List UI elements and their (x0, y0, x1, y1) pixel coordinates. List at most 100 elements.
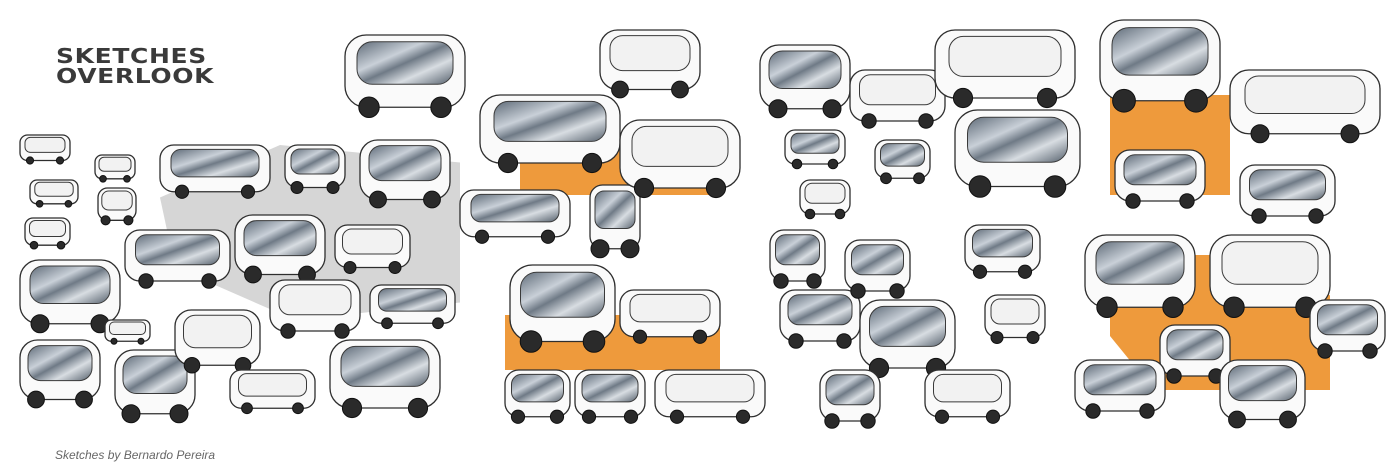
wheel (474, 229, 490, 244)
wheel (244, 265, 262, 284)
wheel (705, 177, 727, 199)
vehicle-sketch (849, 69, 946, 129)
wheel (623, 409, 639, 424)
vehicle-sketch (24, 217, 71, 250)
vehicle-sketch (654, 369, 766, 424)
wheel (138, 273, 154, 289)
wheel (241, 402, 253, 415)
vehicle-sketch (984, 294, 1046, 344)
vehicle-sketch (1239, 164, 1336, 224)
wheel (423, 190, 441, 209)
wheel (64, 199, 73, 208)
wheel (671, 80, 689, 99)
wheel (25, 156, 35, 165)
wheel (1228, 410, 1246, 429)
wheel (633, 177, 655, 199)
wheel (590, 239, 610, 259)
wheel (35, 199, 44, 208)
vehicle-sketch (334, 224, 411, 274)
wheel (913, 172, 925, 185)
vehicle-sketch (934, 29, 1076, 109)
vehicle-sketch (1114, 149, 1206, 209)
wheel (358, 96, 380, 118)
wheel (290, 181, 304, 194)
wheel (549, 409, 565, 424)
wheel (918, 113, 934, 129)
vehicle-sketch (619, 289, 721, 344)
wheel (292, 402, 304, 415)
wheel (827, 158, 839, 170)
wheel (861, 113, 877, 129)
wheel (334, 323, 350, 339)
wheel (806, 273, 822, 289)
vehicle-sketch (504, 369, 571, 424)
wheel (836, 333, 852, 349)
wheel (169, 404, 189, 424)
wheel (850, 283, 866, 299)
vehicle-sketch (599, 29, 701, 99)
wheel (540, 229, 556, 244)
wheel (1340, 124, 1360, 144)
vehicle-sketch (964, 224, 1041, 279)
vehicle-sketch (1309, 299, 1386, 359)
vehicle-sketch (819, 369, 881, 429)
wheel (880, 172, 892, 185)
wheel (1279, 410, 1297, 429)
vehicle-sketch (874, 139, 931, 185)
wheel (834, 208, 846, 220)
vehicle-sketch (759, 44, 851, 119)
wheel (1317, 343, 1333, 359)
wheel (110, 337, 118, 345)
vehicle-sketch (29, 179, 79, 208)
wheel (611, 80, 629, 99)
vehicle-sketch (619, 119, 741, 199)
wheel (407, 397, 429, 419)
wheel (1223, 296, 1245, 318)
vehicle-sketch (97, 187, 137, 226)
wheel (952, 87, 974, 109)
wheel (121, 404, 141, 424)
wheel (1250, 124, 1270, 144)
wheel (1017, 264, 1033, 279)
page-title: SKETCHES OVERLOOK (56, 46, 214, 86)
wheel (29, 240, 39, 250)
wheel (369, 190, 387, 209)
vehicle-sketch (509, 264, 616, 353)
wheel (137, 337, 145, 345)
vehicle-sketch (459, 189, 571, 244)
wheel (889, 283, 905, 299)
wheel (99, 174, 107, 183)
wheel (183, 356, 201, 374)
wheel (632, 329, 648, 344)
wheel (1043, 175, 1067, 198)
wheel (972, 264, 988, 279)
vehicle-sketch (19, 339, 101, 409)
vehicle-sketch (769, 229, 826, 289)
vehicle-sketch (124, 229, 231, 289)
wheel (1112, 88, 1136, 113)
wheel (30, 314, 50, 334)
wheel (75, 390, 93, 409)
vehicle-sketch (924, 369, 1011, 424)
wheel (1251, 208, 1267, 224)
wheel (240, 184, 256, 199)
wheel (822, 99, 842, 119)
wheel (804, 208, 816, 220)
vehicle-sketch (94, 154, 136, 183)
vehicle-sketch (844, 239, 911, 299)
wheel (1026, 331, 1040, 344)
wheel (788, 333, 804, 349)
vehicle-sketch (329, 339, 441, 419)
vehicle-sketch (1074, 359, 1166, 419)
vehicle-sketch (1219, 359, 1306, 429)
title-line-1: SKETCHES (56, 44, 207, 68)
wheel (123, 215, 134, 226)
vehicle-sketch (479, 94, 621, 174)
wheel (432, 317, 444, 330)
wheel (510, 409, 526, 424)
vehicle-sketch (229, 369, 316, 415)
vehicle-sketch (159, 144, 271, 199)
vehicle-sketch (784, 129, 846, 170)
